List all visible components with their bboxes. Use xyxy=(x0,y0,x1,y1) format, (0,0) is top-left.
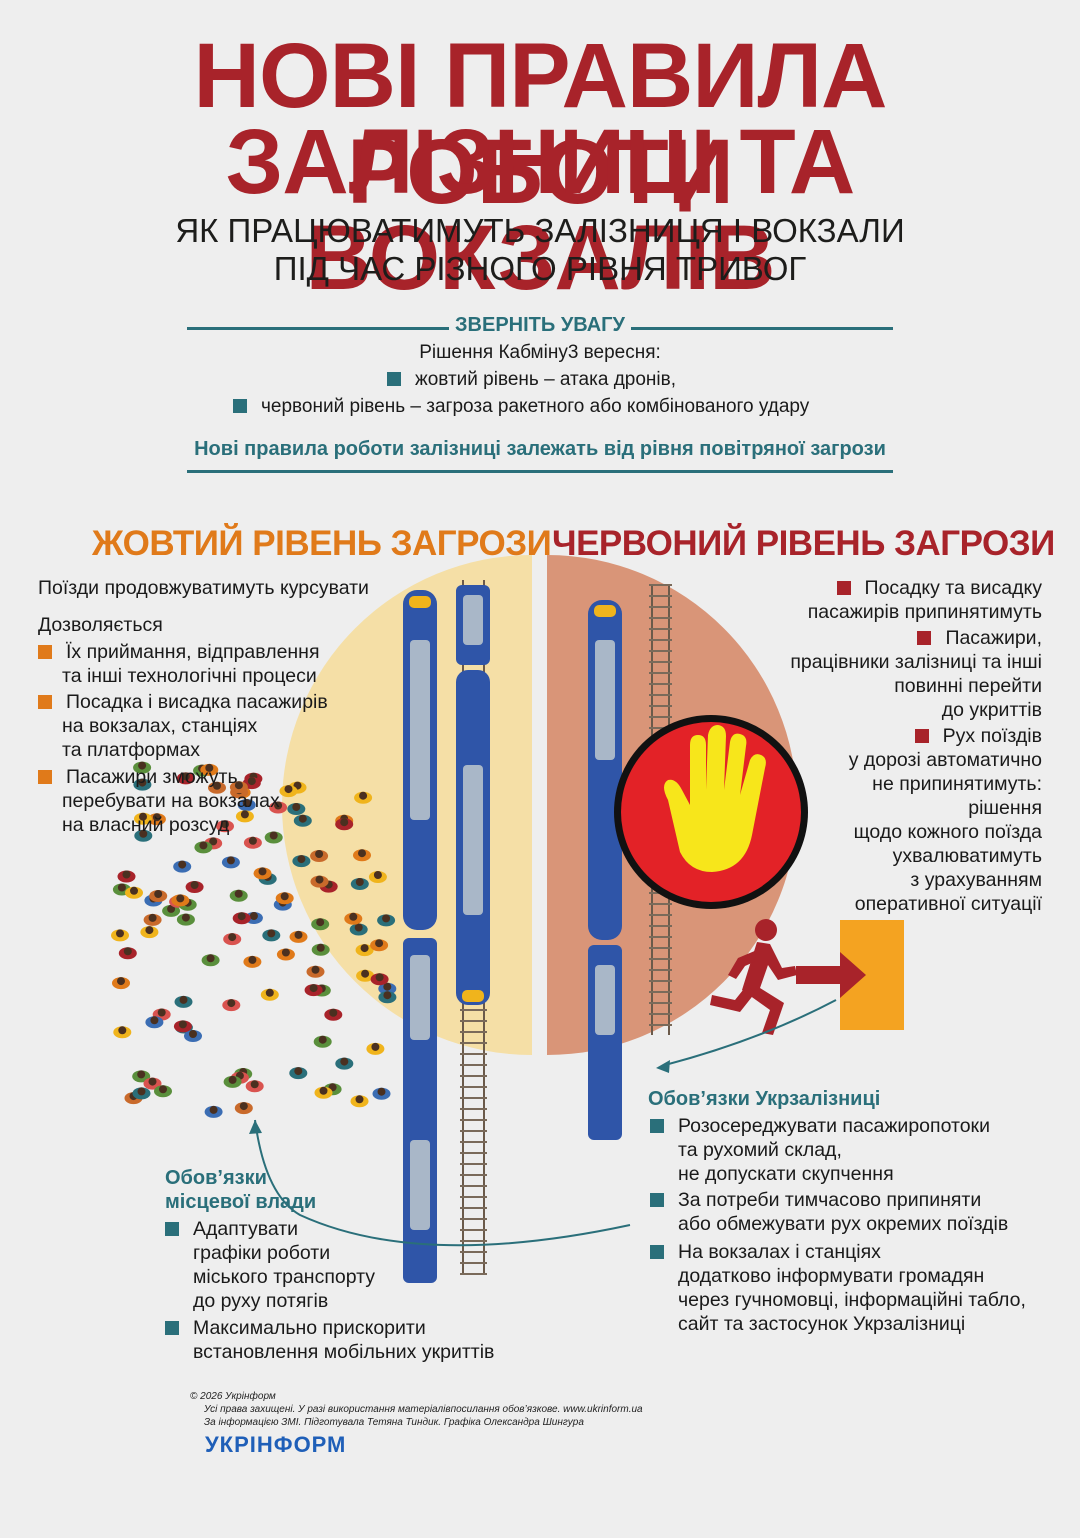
exit-arrow-icon xyxy=(796,920,904,1030)
bullet-square-icon xyxy=(38,770,52,784)
ukrinform-logo: УКРІНФОРМ xyxy=(205,1432,347,1457)
train-left xyxy=(403,590,437,1283)
bullet-square-icon xyxy=(836,581,851,595)
running-person-icon xyxy=(710,919,797,1035)
attention-note: Нові правила роботи залізниці залежать в… xyxy=(194,438,886,460)
attention-header: ЗВЕРНІТЬ УВАГУ xyxy=(187,314,893,338)
attention-label: ЗВЕРНІТЬ УВАГУ xyxy=(449,314,631,336)
uz-item-2: За потреби тимчасово припиняти або обмеж… xyxy=(650,1188,1008,1236)
red-level-heading: ЧЕРВОНИЙ РІВЕНЬ ЗАГРОЗИ xyxy=(552,524,1055,563)
main-title-line1: НОВІ ПРАВИЛА РОБОТИ xyxy=(193,25,888,223)
stop-hand-icon xyxy=(614,715,808,909)
yellow-allowed: Дозволяється xyxy=(38,614,163,636)
subtitle-line2: ПІД ЧАС РІЗНОГО РІВНЯ ТРИВОГ xyxy=(273,250,807,287)
red-item-2: Пасажири, працівники залізниці та інші п… xyxy=(790,627,1042,721)
uz-item-1: Розосереджувати пасажиропотоки та рухоми… xyxy=(650,1114,990,1186)
local-item-2: Максимально прискорити встановлення мобі… xyxy=(165,1316,494,1364)
bullet-square-icon xyxy=(387,372,401,386)
yellow-level-heading: ЖОВТИЙ РІВЕНЬ ЗАГРОЗИ xyxy=(92,524,552,563)
bullet-square-icon xyxy=(917,631,932,645)
curved-arrow-left xyxy=(254,1119,631,1247)
local-item-1: Адаптувати графіки роботи міського транс… xyxy=(165,1217,375,1313)
train-middle xyxy=(456,585,490,1005)
bullet-square-icon xyxy=(650,1245,664,1259)
attention-item-yellow: жовтий рівень – атака дронів, xyxy=(387,369,676,391)
footer-rights: Усі права захищені. У разі використання … xyxy=(204,1404,643,1415)
yellow-item-2: Посадка і висадка пасажирів на вокзалах,… xyxy=(38,690,328,762)
attention-item-red: червоний рівень – загроза ракетного або … xyxy=(233,396,809,418)
subtitle-line1: ЯК ПРАЦЮВАТИМУТЬ ЗАЛІЗНИЦЯ І ВОКЗАЛИ xyxy=(175,212,905,249)
crowd-icon xyxy=(111,761,397,1118)
red-item-1: Посадку та висадку пасажирів припинятиму… xyxy=(807,577,1042,623)
attention-bottom-rule xyxy=(187,470,893,473)
footer: © 2026 Укрінформ Усі права захищені. У р… xyxy=(190,1390,643,1429)
yellow-intro: Поїзди продовжуватимуть курсувати xyxy=(38,577,369,599)
footer-copyright: © 2026 Укрінформ xyxy=(190,1391,276,1402)
main-title-line2: ЗАЛІЗНИЦІ ТА ВОКЗАЛІВ xyxy=(225,111,856,309)
uz-duties-heading: Обов’язки Укрзалізниці xyxy=(648,1088,881,1110)
bullet-square-icon xyxy=(233,399,247,413)
footer-credits: За інформацією ЗМІ. Підготувала Тетяна Т… xyxy=(204,1417,584,1428)
uz-item-3: На вокзалах і станціях додатково інформу… xyxy=(650,1240,1026,1336)
red-item-3: Рух поїздів у дорозі автоматично не прип… xyxy=(848,725,1042,915)
bullet-square-icon xyxy=(914,729,929,743)
cabinet-decision: Рішення Кабміну3 вересня: xyxy=(419,342,661,363)
yellow-item-3: Пасажири зможуть перебувати на вокзалах … xyxy=(38,765,280,837)
bullet-square-icon xyxy=(38,695,52,709)
bullet-square-icon xyxy=(165,1321,179,1335)
curved-arrow-right xyxy=(664,999,837,1066)
bullet-square-icon xyxy=(165,1222,179,1236)
yellow-item-1: Їх приймання, відправлення та інші техно… xyxy=(38,640,320,688)
bullet-square-icon xyxy=(650,1119,664,1133)
local-duties-heading: Обов’язки місцевої влади xyxy=(165,1167,317,1213)
subtitle: ЯК ПРАЦЮВАТИМУТЬ ЗАЛІЗНИЦЯ І ВОКЗАЛИ ПІД… xyxy=(0,212,1080,288)
bullet-square-icon xyxy=(38,645,52,659)
train-right xyxy=(588,600,622,1140)
bullet-square-icon xyxy=(650,1193,664,1207)
